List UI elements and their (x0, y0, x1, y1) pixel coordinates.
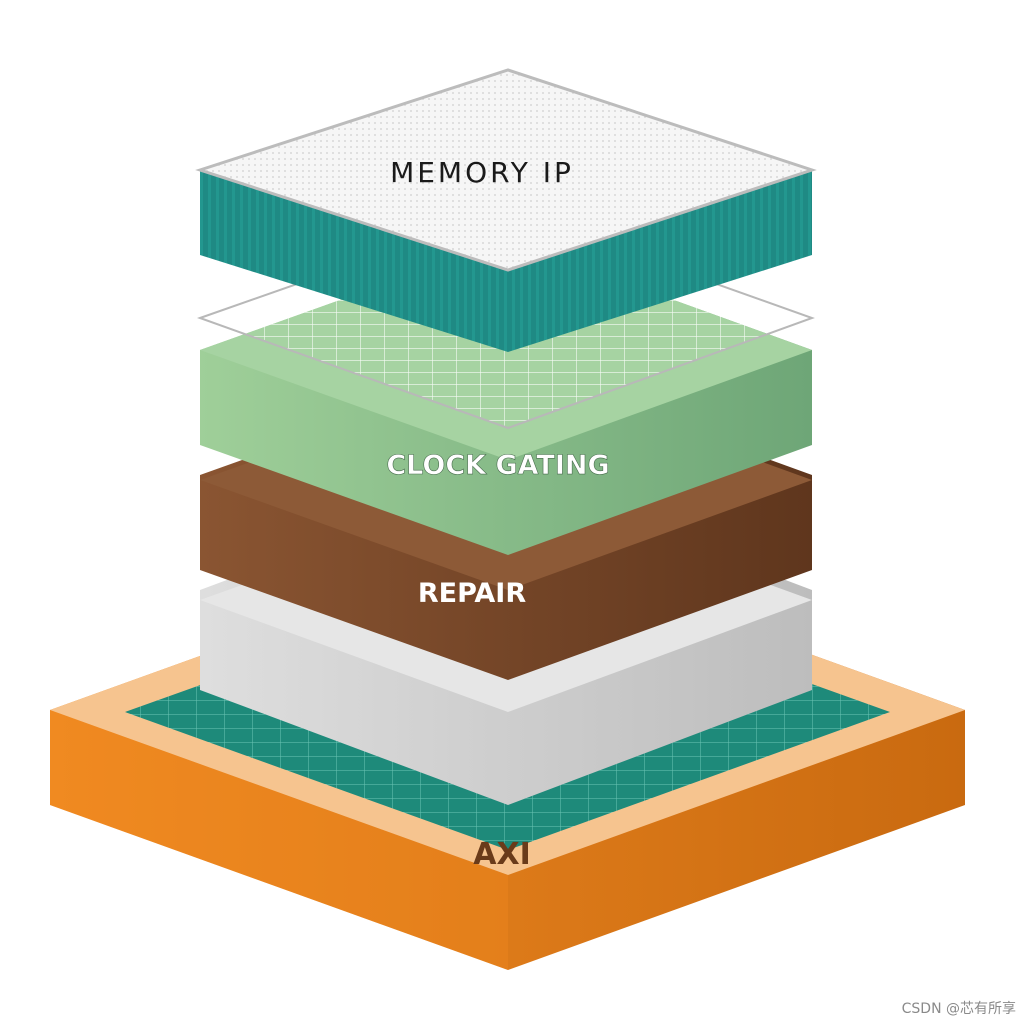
clock-gating-label: CLOCK GATING (386, 450, 609, 481)
axi-label: AXI (473, 837, 531, 872)
layer-memory-ip (195, 68, 817, 352)
repair-label: REPAIR (418, 578, 526, 609)
memory-ip-label: MEMORY IP (390, 156, 574, 189)
watermark-text: CSDN @芯有所享 (901, 1001, 1016, 1017)
